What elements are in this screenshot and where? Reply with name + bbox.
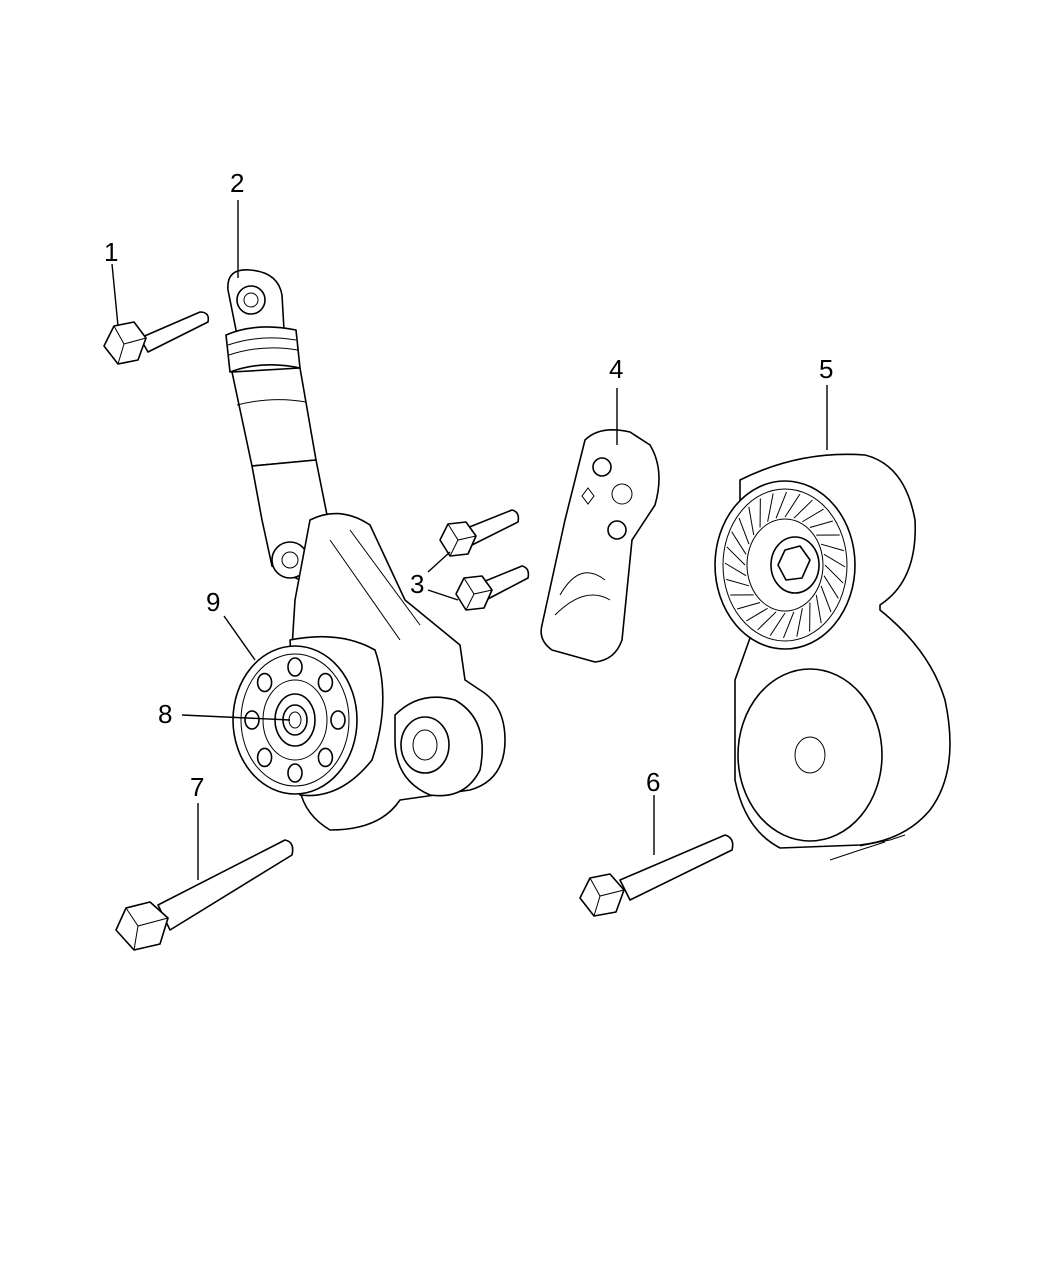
callout-labels: 1 2 3 4 5 6 7 8 9 (104, 168, 833, 802)
pulley-vane (731, 531, 747, 555)
part-6-bolt (579, 834, 734, 917)
pulley-slot (256, 672, 273, 693)
callout-1: 1 (104, 237, 118, 267)
pulley-vane (815, 594, 822, 624)
callout-4: 4 (609, 354, 623, 384)
pulley-vane (775, 491, 788, 519)
pulley-vane (737, 602, 761, 610)
part-1-bolt (103, 311, 210, 365)
pulley-vane (738, 517, 750, 545)
part-2-strut (225, 269, 341, 581)
leader-3-lower (427, 589, 459, 601)
part-3-bolt-upper (439, 509, 520, 557)
pulley-vane (802, 508, 824, 523)
pulley-slot (287, 763, 303, 783)
pulley-vane (796, 608, 803, 637)
part-3-bolt-lower (455, 565, 530, 611)
leader-9 (223, 615, 256, 661)
callout-6: 6 (646, 767, 660, 797)
pulley-vane (726, 578, 750, 587)
pulley-vane (757, 611, 777, 631)
callout-3: 3 (410, 569, 424, 599)
leader-lines (111, 200, 828, 880)
callout-2: 2 (230, 168, 244, 198)
pulley-vane (769, 612, 786, 637)
part-8-pulley-hub (274, 693, 316, 747)
leader-8 (181, 714, 291, 721)
callout-9: 9 (206, 587, 220, 617)
part-7-bolt (115, 839, 294, 951)
part-4-bracket (540, 429, 660, 663)
callout-5: 5 (819, 354, 833, 384)
pulley-slot (317, 747, 334, 768)
pulley-vane (782, 611, 795, 639)
pulley-vane (746, 607, 768, 622)
pulley-vane (793, 499, 813, 519)
pulley-vane (820, 585, 832, 613)
pulley-slot (330, 710, 346, 730)
pulley-vane (748, 506, 755, 536)
pulley-vane (726, 546, 746, 566)
callout-8: 8 (158, 699, 172, 729)
pulley-vane (767, 493, 774, 522)
leader-3-upper (427, 551, 451, 573)
pulley-slot (287, 657, 303, 677)
pulley-vane (784, 493, 801, 518)
part-5-tensioner (714, 453, 951, 861)
pulley-vane (809, 520, 833, 528)
pulley-slot (244, 710, 260, 730)
pulley-vane (823, 575, 839, 599)
pulley-vane (824, 564, 844, 584)
callout-7: 7 (190, 772, 204, 802)
pulley-vane (823, 553, 846, 568)
pulley-slot (317, 672, 334, 693)
pulley-vane (820, 543, 844, 552)
leader-1 (111, 263, 119, 327)
pulley-vane (724, 562, 747, 577)
pulley-slot (256, 747, 273, 768)
